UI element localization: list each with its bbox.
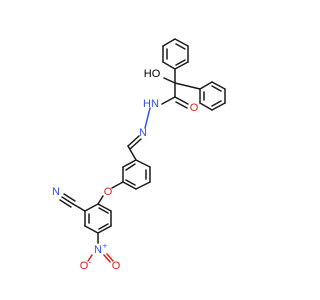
nitro-nitrogen-charge: + (103, 242, 108, 251)
carbonyl-oxygen-label: O (190, 102, 199, 114)
nitrile-group (59, 193, 86, 212)
nitrile-nitrogen-label: N (52, 186, 60, 198)
nitro-oxygen-anion-charge: - (89, 258, 92, 267)
benzene-ring-lower (84, 203, 112, 234)
imine-nitrogen-label: N (139, 127, 147, 139)
hydrazone-linker (127, 107, 151, 161)
amide-group (161, 96, 189, 109)
ether-oxygen-label: O (104, 186, 113, 198)
phenyl-ring-upper (162, 38, 189, 70)
hydroxyl-label: HO (144, 68, 161, 80)
amide-nitrogen-label: N (151, 98, 159, 110)
nitro-nitrogen-label: N (94, 244, 102, 256)
nitro-group (87, 232, 114, 263)
ether-bridge (97, 181, 124, 205)
central-carbon-bonds (163, 68, 201, 98)
benzene-ring-middle (122, 159, 151, 190)
molecule-structure-drawing: HO O N H N O N N + O - O (52, 38, 226, 272)
nitro-oxygen-anion-label: O (80, 260, 89, 272)
amide-hydrogen-label: H (143, 98, 151, 110)
phenyl-ring-right (199, 81, 226, 111)
nitro-oxygen-double-label: O (112, 260, 121, 272)
